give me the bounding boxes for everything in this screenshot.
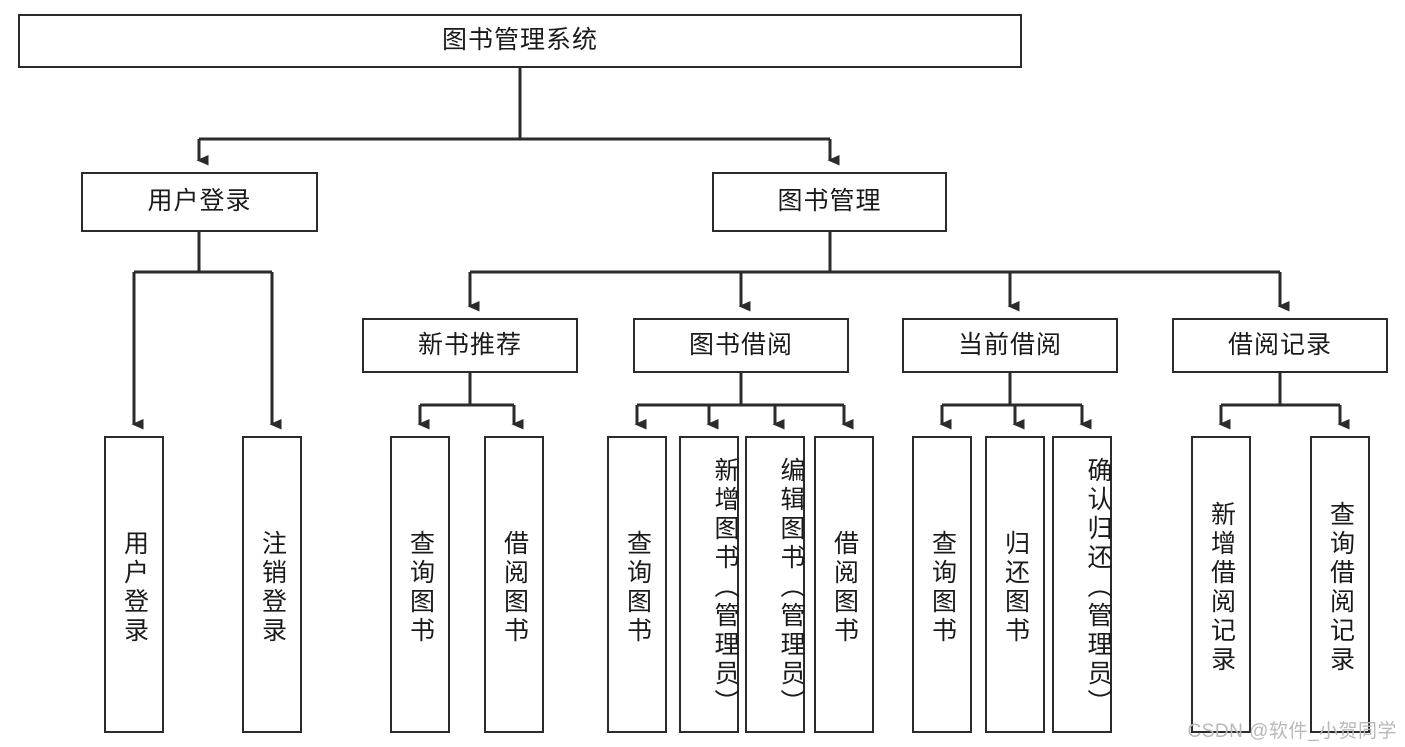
leaf-add-book[interactable]: 新增图书（管理员） — [679, 436, 739, 733]
node-new-book-recommend[interactable]: 新书推荐 — [362, 318, 578, 373]
node-borrow-record[interactable]: 借阅记录 — [1172, 318, 1388, 373]
leaf-borrow-book-1[interactable]: 借阅图书 — [484, 436, 544, 733]
leaf-edit-book[interactable]: 编辑图书（管理员） — [745, 436, 805, 733]
node-book-manage[interactable]: 图书管理 — [712, 172, 947, 232]
csdn-watermark: CSDN @软件_小贺同学 — [1187, 721, 1397, 742]
leaf-query-book-2[interactable]: 查询图书 — [607, 436, 667, 733]
leaf-borrow-book-2[interactable]: 借阅图书 — [814, 436, 874, 733]
leaf-query-record[interactable]: 查询借阅记录 — [1310, 436, 1370, 733]
leaf-add-record[interactable]: 新增借阅记录 — [1191, 436, 1251, 733]
leaf-user-login[interactable]: 用户登录 — [104, 436, 164, 733]
node-book-borrow[interactable]: 图书借阅 — [633, 318, 849, 373]
leaf-query-book-1[interactable]: 查询图书 — [390, 436, 450, 733]
leaf-query-book-3[interactable]: 查询图书 — [912, 436, 972, 733]
leaf-confirm-return[interactable]: 确认归还（管理员） — [1052, 436, 1112, 733]
node-current-borrow[interactable]: 当前借阅 — [902, 318, 1118, 373]
node-user-login[interactable]: 用户登录 — [81, 172, 318, 232]
leaf-return-book[interactable]: 归还图书 — [985, 436, 1045, 733]
node-root[interactable]: 图书管理系统 — [18, 14, 1022, 68]
leaf-logout-login[interactable]: 注销登录 — [242, 436, 302, 733]
